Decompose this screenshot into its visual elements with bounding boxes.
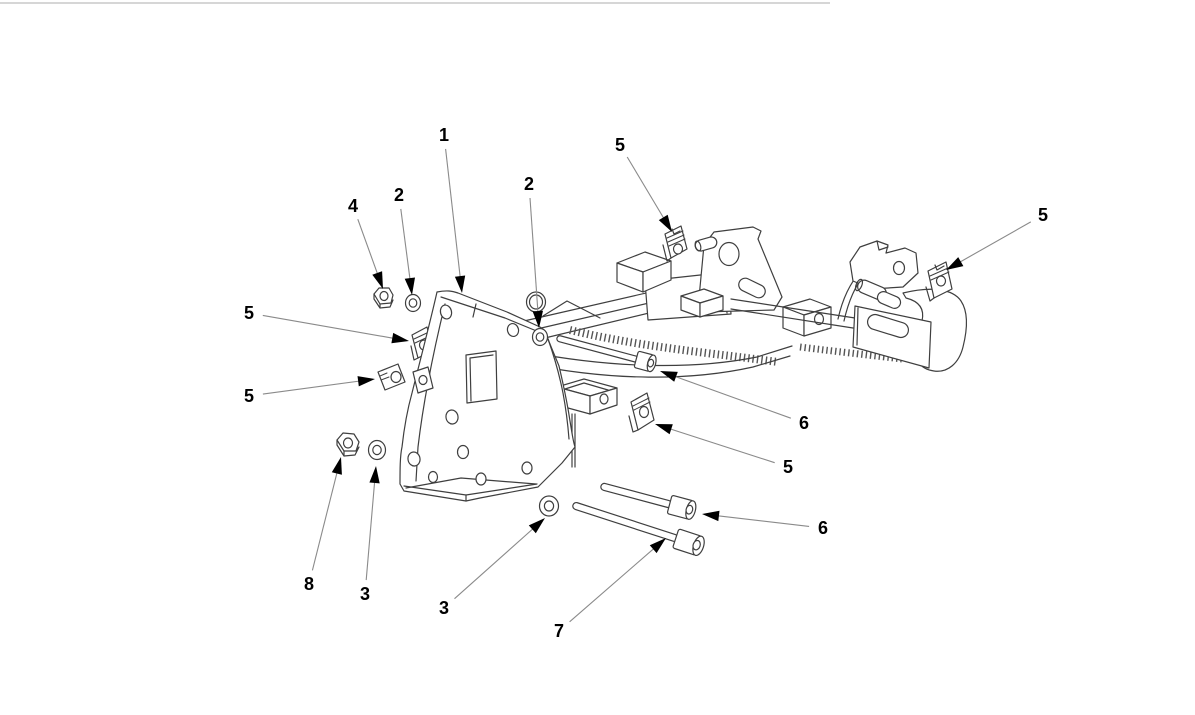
channel-bracket [556,378,618,468]
leader-line-main-bracket [445,148,461,279]
callout-number: 5 [1038,205,1048,225]
clip-nut-top [662,225,688,262]
right-side-plate [852,305,932,369]
callout-number: 2 [394,185,404,205]
arrowhead-socket-bolt-loose [702,510,720,522]
washer-lower-left [367,439,387,461]
washer-center [538,495,560,517]
bracket-pad [412,366,434,394]
leader-line-washer-lower-left [365,480,376,581]
spacer-block-1 [616,251,672,293]
bracket-hole [456,444,470,460]
mid-beam-edge2 [730,308,854,329]
bracket-cutout [465,350,498,404]
callout-number: 5 [244,386,254,406]
leader-line-clip-nut-center [669,428,775,464]
spacer-block-2 [680,288,724,318]
socket-bolt-installed [556,335,657,373]
leader-line-clip-nut-top [626,156,665,220]
bracket-hole [427,470,439,484]
arrowhead-hex-flange-nut-upper [372,271,383,289]
mid-beam-edge [730,298,856,319]
lower-beam [527,345,793,378]
callout-number: 6 [799,413,809,433]
callout-number: 5 [783,457,793,477]
callout-number: 3 [439,598,449,618]
clip-nut-left-lower [377,363,406,391]
leader-line-washer-center [454,527,535,600]
clip-nut-center [628,392,655,433]
callout-number: 4 [348,196,358,216]
callout-number: 1 [439,125,449,145]
arrowhead-washer-upper-left [404,277,415,295]
hex-nut-lower [336,432,360,457]
callout-number: 5 [244,303,254,323]
leader-line-socket-bolt-long [569,547,656,623]
bracket-hole [475,472,487,486]
socket-bolt-loose [600,482,697,520]
gusset-plate [694,226,783,313]
arrowhead-clip-nut-left-lower [357,376,375,387]
callout-number: 3 [360,584,370,604]
arrowhead-clip-nut-top [658,214,672,232]
right-plate-slot [866,313,910,339]
right-pins [854,278,902,309]
grommet-ring [525,291,547,313]
leader-line-socket-bolt-installed [673,375,791,419]
hatched-beam-face [569,326,779,366]
callout-number: 6 [818,518,828,538]
washer-top-center [531,327,549,347]
frame-assembly [523,226,968,468]
leader-line-washer-top-center [529,197,539,314]
arrowhead-washer-lower-left [369,466,380,484]
spacer-block-3 [782,298,832,337]
bracket-hole [445,409,459,425]
leader-line-socket-bolt-loose [716,515,810,527]
arrowhead-socket-bolt-installed [660,371,678,382]
leader-line-hex-flange-nut-upper [357,219,379,276]
leader-line-clip-nut-right [958,221,1032,264]
top-right-bracket [849,240,919,290]
callout-number: 7 [554,621,564,641]
leader-line-clip-nut-left-upper [262,314,395,339]
arrowhead-clip-nut-right [946,257,964,270]
frame-tab [542,300,601,319]
leader-line-washer-upper-left [400,208,411,281]
hardware [336,287,705,557]
washer-upper-left [404,293,422,313]
leader-line-hex-nut-lower [311,471,338,571]
arrowhead-socket-bolt-long [649,538,666,554]
gusset-slot [738,277,766,299]
clip-nut-right [925,261,953,302]
arrowhead-washer-top-center [532,310,543,328]
main-bracket [399,290,576,502]
bracket-hole [521,461,533,475]
callout-layer: 1 4 2 2 5 5 5 5 6 5 6 8 3 3 7 [244,125,1048,641]
arrowhead-clip-nut-left-upper [391,332,409,344]
leader-line-clip-nut-left-lower [262,380,361,395]
bracket-hole [407,451,421,467]
arrowhead-washer-center [528,518,545,534]
callout-number: 5 [615,135,625,155]
bracket-hole [439,304,453,320]
callout-number: 8 [304,574,314,594]
gusset-hole [718,241,740,267]
socket-bolt-long [572,501,705,557]
bracket-hole [506,322,520,338]
hex-flange-nut-upper [373,287,394,309]
arrowhead-main-bracket [454,275,466,293]
arrowhead-clip-nut-center [655,424,673,435]
callout-number: 2 [524,174,534,194]
hatched-beam-face-right [799,343,903,363]
clip-nuts [377,225,953,433]
arrowhead-hex-nut-lower [331,457,342,475]
